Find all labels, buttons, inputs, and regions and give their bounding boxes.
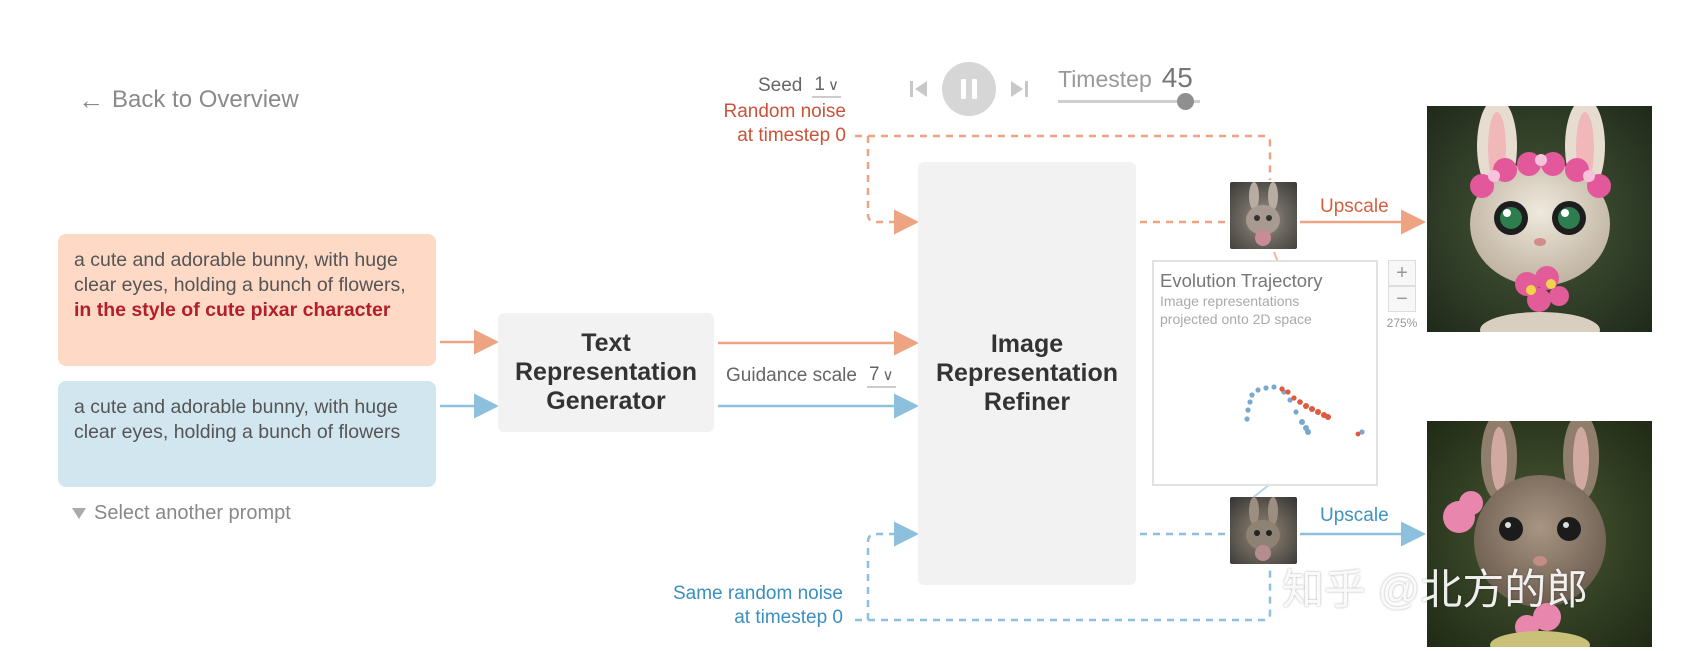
pause-icon <box>961 79 966 99</box>
prompt-card-pixar[interactable]: a cute and adorable bunny, with huge cle… <box>58 234 436 366</box>
block-title-line: Generator <box>546 387 666 415</box>
back-to-overview-link[interactable]: ← Back to Overview <box>78 86 299 114</box>
chevron-down-icon: ∨ <box>882 367 894 384</box>
bunny-thumbnail-art <box>1246 497 1280 561</box>
noise-line: Same random noise <box>672 583 843 604</box>
block-title-line: Text <box>581 329 631 357</box>
subtitle-line: Image representations <box>1160 293 1300 309</box>
skip-back-icon[interactable] <box>910 79 928 99</box>
noise-line: at timestep 0 <box>737 125 846 146</box>
pixar-bunny-illustration <box>1427 106 1652 332</box>
trajectory-title: Evolution Trajectory <box>1160 270 1323 291</box>
zoom-out-button[interactable]: − <box>1388 286 1416 312</box>
playback-controls <box>910 62 1028 116</box>
timestep-value: 45 <box>1161 62 1193 93</box>
guidance-value: 7 <box>868 364 880 385</box>
chevron-down-icon: ∨ <box>827 77 839 94</box>
block-title-line: Representation <box>936 359 1118 387</box>
timestep-label: Timestep <box>1058 66 1152 92</box>
pause-button[interactable] <box>942 62 996 116</box>
evolution-trajectory-panel[interactable] <box>1152 260 1378 486</box>
noise-line: Random noise <box>723 101 846 122</box>
block-title-line: Image <box>990 330 1064 358</box>
block-title-line: Refiner <box>983 388 1071 416</box>
select-prompt-label: Select another prompt <box>94 502 291 524</box>
noise-label-top: Random noise at timestep 0 <box>723 100 846 148</box>
wire-noise-bottom <box>855 521 919 622</box>
triangle-down-icon <box>72 508 86 519</box>
intermediate-image-thumbnail <box>1230 497 1297 564</box>
seed-control: Seed 1 ∨ <box>758 74 841 98</box>
intermediate-image-thumbnail <box>1230 182 1297 249</box>
noise-line: at timestep 0 <box>734 607 843 628</box>
zoom-in-button[interactable]: + <box>1388 260 1416 286</box>
upscale-label-bottom: Upscale <box>1320 505 1389 526</box>
generated-image-pixar <box>1427 106 1652 332</box>
block-title-line: Representation <box>515 358 697 386</box>
seed-label: Seed <box>758 75 803 96</box>
timestep-display: Timestep 45 <box>1058 62 1193 94</box>
skip-forward-icon[interactable] <box>1010 79 1028 99</box>
pause-icon <box>972 79 977 99</box>
watermark-text: 知乎 @北方的郎 <box>1282 566 1589 613</box>
zoom-level: 275% <box>1386 316 1418 330</box>
slider-knob[interactable] <box>1176 93 1194 110</box>
upscale-label-top: Upscale <box>1320 196 1389 217</box>
text-representation-generator: Text Representation Generator <box>498 313 714 432</box>
trajectory-subtitle: Image representations projected onto 2D … <box>1160 292 1312 328</box>
seed-value: 1 <box>814 74 825 95</box>
subtitle-line: projected onto 2D space <box>1160 311 1312 327</box>
guidance-scale-control: Guidance scale 7 ∨ <box>726 364 896 388</box>
prompt-text: a cute and adorable bunny, with huge cle… <box>74 396 401 443</box>
arrow-left-icon: ← <box>78 85 104 115</box>
select-prompt-button[interactable]: Select another prompt <box>72 502 291 525</box>
prompt-emphasis: in the style of cute pixar character <box>74 299 391 321</box>
guidance-dropdown[interactable]: 7 ∨ <box>866 364 896 388</box>
realistic-bunny-illustration <box>1427 421 1652 647</box>
generated-image-plain <box>1427 421 1652 647</box>
timestep-slider[interactable] <box>1058 93 1200 110</box>
prompt-text: a cute and adorable bunny, with huge cle… <box>74 249 406 296</box>
guidance-label: Guidance scale <box>726 365 857 386</box>
wire-noise-top <box>855 134 919 235</box>
seed-dropdown[interactable]: 1 ∨ <box>812 74 841 98</box>
bunny-thumbnail-art <box>1246 182 1280 246</box>
noise-label-bottom: Same random noise at timestep 0 <box>673 582 843 630</box>
back-label: Back to Overview <box>112 86 299 113</box>
plus-icon: + <box>1396 261 1408 284</box>
prompt-card-plain[interactable]: a cute and adorable bunny, with huge cle… <box>58 381 436 487</box>
image-representation-refiner: Image Representation Refiner <box>918 162 1136 585</box>
trajectory-plot <box>1244 384 1365 437</box>
zoom-controls: + − 275% <box>1386 260 1418 330</box>
minus-icon: − <box>1396 287 1408 310</box>
